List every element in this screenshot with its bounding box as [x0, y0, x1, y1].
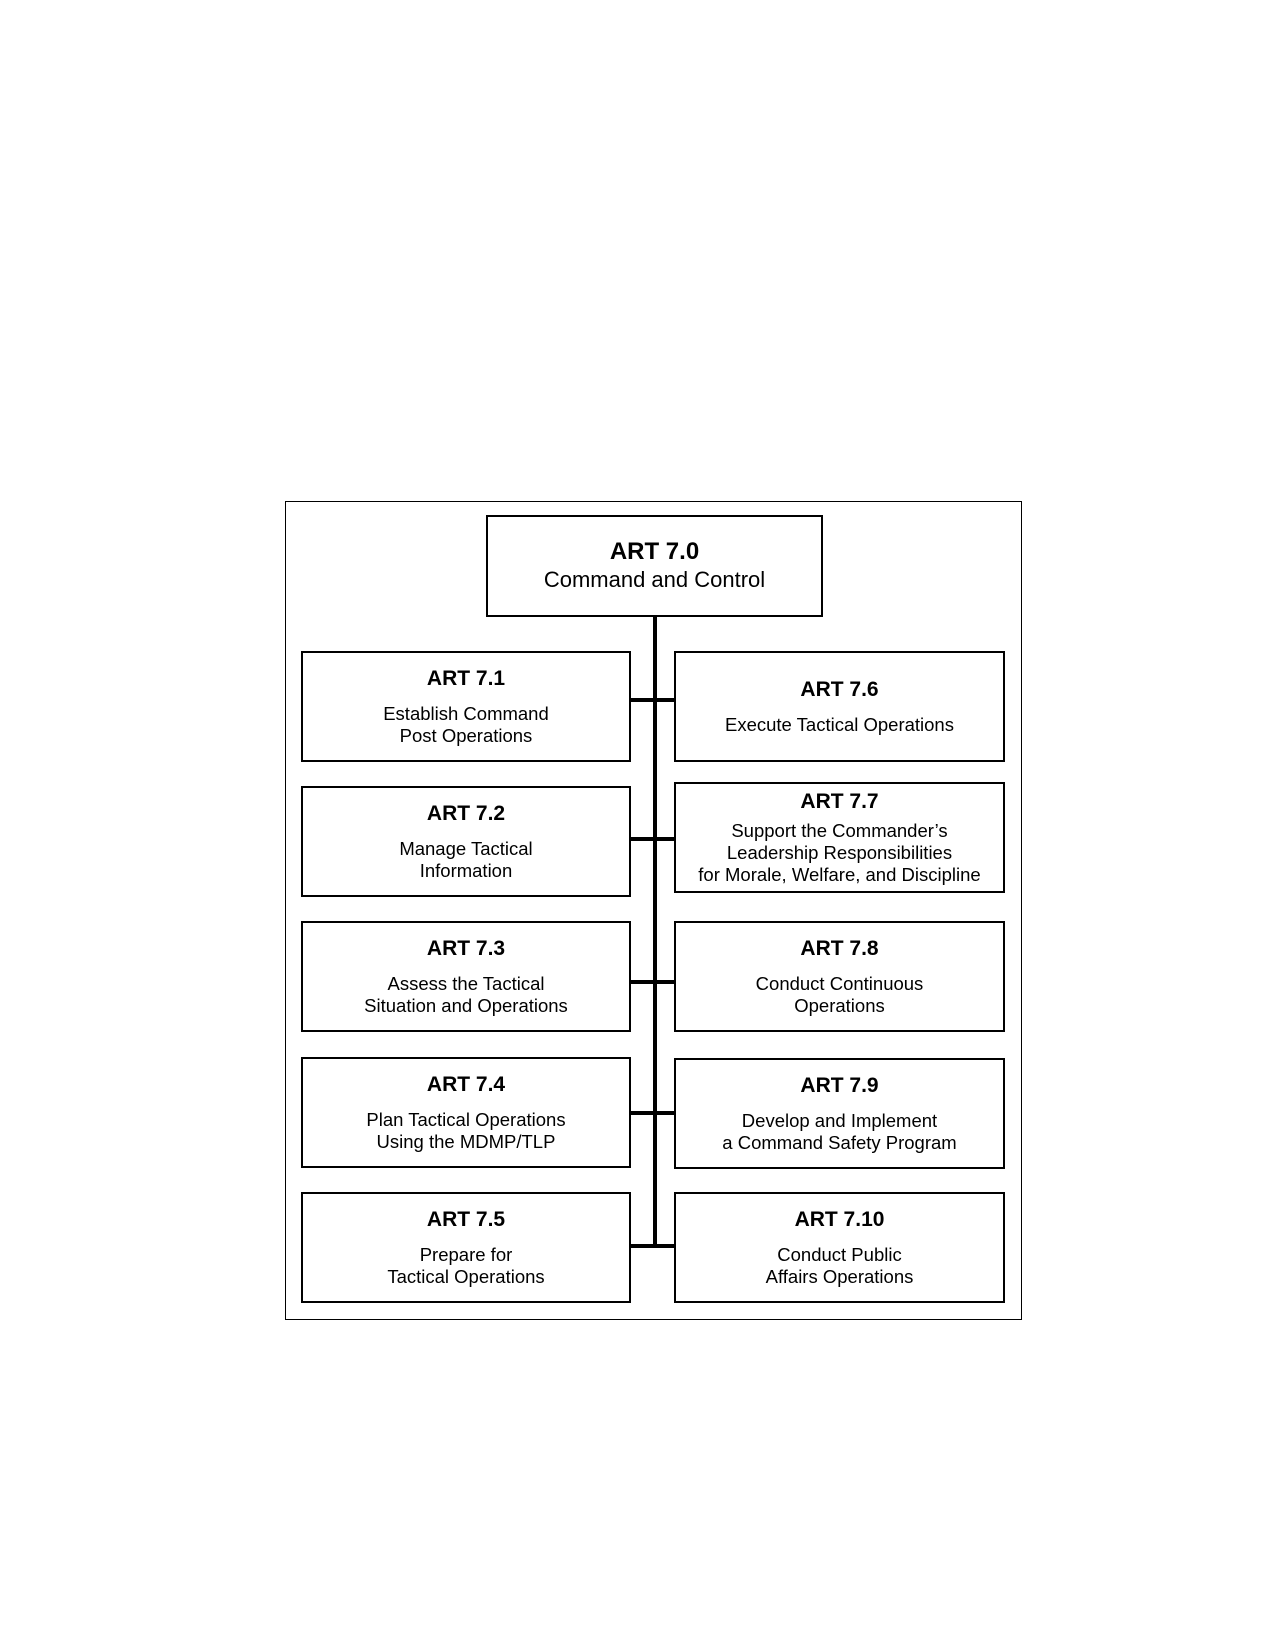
- node-code: ART 7.4: [426, 1072, 506, 1096]
- node-code: ART 7.10: [794, 1207, 885, 1231]
- node-code: ART 7.9: [800, 1073, 879, 1097]
- diagram-frame: [285, 501, 1022, 1320]
- node-title: Prepare for Tactical Operations: [387, 1243, 545, 1287]
- branch-line-4: [630, 1111, 675, 1115]
- node-title: Develop and Implement a Command Safety P…: [722, 1109, 957, 1153]
- node-title: Command and Control: [543, 567, 766, 592]
- node-title: Conduct Public Affairs Operations: [765, 1243, 914, 1287]
- node-code: ART 7.6: [800, 677, 879, 701]
- node-title: Execute Tactical Operations: [725, 713, 954, 735]
- node-title: Assess the Tactical Situation and Operat…: [364, 972, 568, 1016]
- node-art-7-1: ART 7.1 Establish Command Post Operation…: [301, 651, 631, 762]
- trunk-line: [653, 617, 657, 1247]
- node-art-7-6: ART 7.6 Execute Tactical Operations: [674, 651, 1005, 762]
- node-title: Plan Tactical Operations Using the MDMP/…: [366, 1108, 566, 1152]
- node-art-7-9: ART 7.9 Develop and Implement a Command …: [674, 1058, 1005, 1169]
- branch-line-5: [630, 1244, 675, 1248]
- node-art-7-3: ART 7.3 Assess the Tactical Situation an…: [301, 921, 631, 1032]
- node-code: ART 7.2: [426, 801, 506, 825]
- node-art-7-0: ART 7.0 Command and Control: [486, 515, 823, 617]
- node-title: Establish Command Post Operations: [383, 702, 549, 746]
- node-art-7-4: ART 7.4 Plan Tactical Operations Using t…: [301, 1057, 631, 1168]
- node-code: ART 7.8: [800, 936, 879, 960]
- node-code: ART 7.7: [800, 789, 879, 813]
- branch-line-1: [630, 698, 675, 702]
- node-code: ART 7.3: [426, 936, 506, 960]
- node-art-7-8: ART 7.8 Conduct Continuous Operations: [674, 921, 1005, 1032]
- branch-line-3: [630, 980, 675, 984]
- node-art-7-5: ART 7.5 Prepare for Tactical Operations: [301, 1192, 631, 1303]
- node-title: Manage Tactical Information: [399, 837, 533, 881]
- node-code: ART 7.1: [426, 666, 506, 690]
- branch-line-2: [630, 837, 675, 841]
- node-art-7-7: ART 7.7 Support the Commander’s Leadersh…: [674, 782, 1005, 893]
- node-code: ART 7.5: [426, 1207, 506, 1231]
- node-art-7-2: ART 7.2 Manage Tactical Information: [301, 786, 631, 897]
- node-title: Support the Commander’s Leadership Respo…: [698, 819, 981, 885]
- node-art-7-10: ART 7.10 Conduct Public Affairs Operatio…: [674, 1192, 1005, 1303]
- node-title: Conduct Continuous Operations: [755, 972, 924, 1016]
- node-code: ART 7.0: [609, 538, 700, 565]
